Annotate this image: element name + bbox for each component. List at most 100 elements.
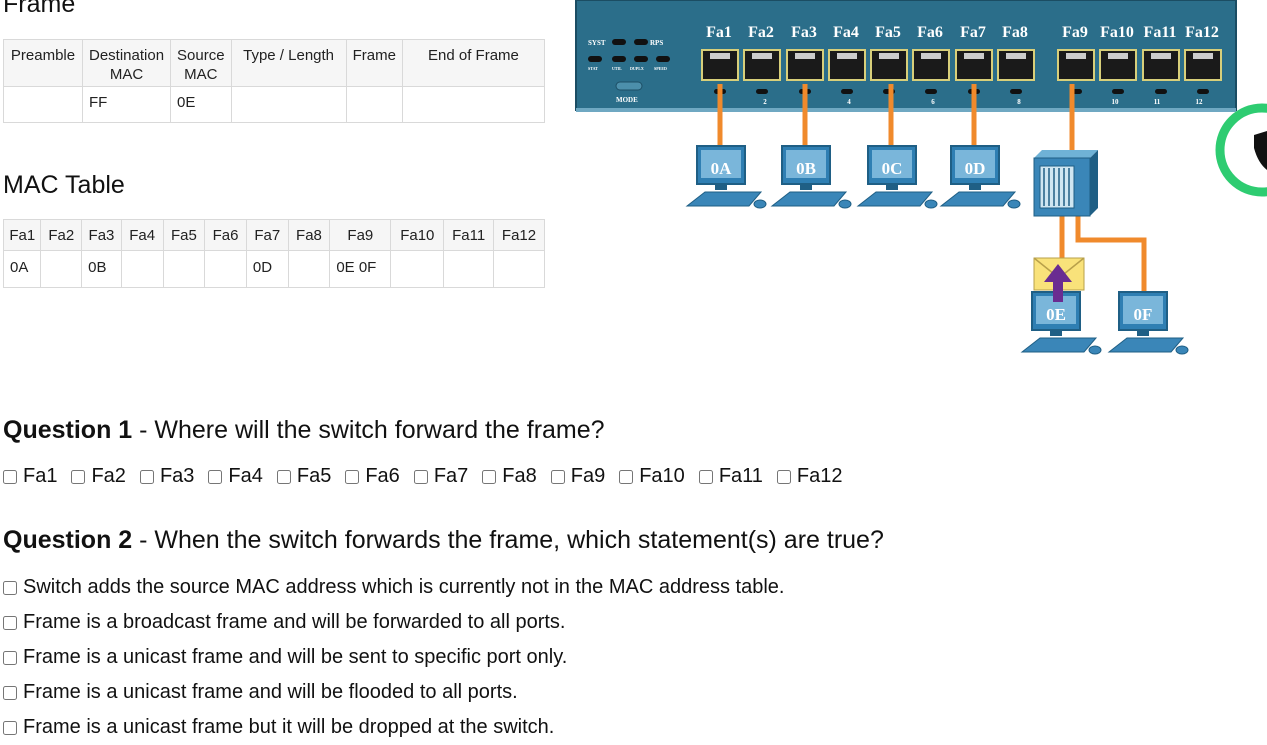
q1-checkbox[interactable] xyxy=(208,469,223,484)
frame-header-cell: End of Frame xyxy=(401,39,546,87)
mac-header-cell: Fa1 xyxy=(2,219,42,251)
host-label: 0A xyxy=(711,159,733,178)
host-pc[interactable]: 0D xyxy=(939,145,1021,209)
q1-checkbox[interactable] xyxy=(698,469,713,484)
q2-checkbox[interactable] xyxy=(3,615,17,630)
q2-statement-5[interactable]: Frame is a unicast frame but it will be … xyxy=(3,710,784,745)
q2-statement-2[interactable]: Frame is a broadcast frame and will be f… xyxy=(3,605,784,640)
cables xyxy=(717,84,1147,292)
q2-statement-3[interactable]: Frame is a unicast frame and will be sen… xyxy=(3,640,784,675)
frame-header-cell: Preamble xyxy=(3,39,83,87)
host-label: 0E xyxy=(1046,305,1066,324)
q1-option-fa4[interactable]: Fa4 xyxy=(208,465,263,488)
badge-ring xyxy=(1215,103,1267,197)
q1-option-fa6[interactable]: Fa6 xyxy=(345,465,400,488)
frame-title: Frame xyxy=(3,0,76,18)
q1-checkbox[interactable] xyxy=(276,469,291,484)
shield-glyph xyxy=(1254,131,1267,170)
mac-entry-cell xyxy=(120,250,164,288)
switch-port-number: 8 xyxy=(1017,98,1021,106)
mouse-icon xyxy=(753,199,767,209)
q1-checkbox[interactable] xyxy=(550,469,565,484)
q1-checkbox[interactable] xyxy=(776,469,791,484)
port-pins xyxy=(795,53,815,59)
switch-port-label: Fa1 xyxy=(706,24,732,41)
switch-port-label: Fa10 xyxy=(1100,24,1134,41)
q1-option-fa11[interactable]: Fa11 xyxy=(698,465,763,488)
q2-statement-4[interactable]: Frame is a unicast frame and will be flo… xyxy=(3,675,784,710)
switch-port xyxy=(701,49,739,81)
hub-device xyxy=(1033,150,1098,217)
q2-checkbox[interactable] xyxy=(3,650,17,665)
port-pins xyxy=(837,53,857,59)
q1-option-fa3[interactable]: Fa3 xyxy=(139,465,194,488)
q1-checkbox[interactable] xyxy=(619,469,634,484)
keyboard-icon xyxy=(770,191,848,207)
q2-checkbox[interactable] xyxy=(3,685,17,700)
frame-header-row: Preamble Destination MAC Source MAC Type… xyxy=(3,39,546,87)
mac-header-cell: Fa12 xyxy=(493,219,545,251)
q1-option-fa5[interactable]: Fa5 xyxy=(276,465,331,488)
q1-option-fa10[interactable]: Fa10 xyxy=(619,465,685,488)
frame-value-cell xyxy=(230,86,347,123)
shield-badge-icon[interactable] xyxy=(1215,103,1267,197)
mac-entry-cell xyxy=(287,250,331,288)
q2-statement-label: Frame is a broadcast frame and will be f… xyxy=(23,611,566,633)
port-led xyxy=(1112,89,1124,94)
mouse-icon xyxy=(1007,199,1021,209)
question-1-number: Question 1 xyxy=(3,416,133,444)
q1-option-fa1[interactable]: Fa1 xyxy=(3,465,57,488)
led xyxy=(588,56,602,62)
switch-port-number: 2 xyxy=(763,98,767,106)
q1-option-fa8[interactable]: Fa8 xyxy=(482,465,537,488)
q1-checkbox[interactable] xyxy=(3,469,17,484)
mac-table-title: MAC Table xyxy=(3,171,125,199)
mac-entry-cell xyxy=(204,250,247,288)
led-label-syst: SYST xyxy=(588,39,606,47)
hub-vent-lines xyxy=(1043,168,1070,206)
q1-option-fa7[interactable]: Fa7 xyxy=(413,465,468,488)
q2-statement-label: Frame is a unicast frame and will be sen… xyxy=(23,646,568,668)
switch-port-number: 11 xyxy=(1154,98,1161,106)
q2-statement-1[interactable]: Switch adds the source MAC address which… xyxy=(3,570,784,605)
monitor-stand xyxy=(886,184,898,190)
mouse-icon xyxy=(924,199,938,209)
q1-checkbox[interactable] xyxy=(482,469,497,484)
port-led xyxy=(1155,89,1167,94)
mac-header-cell: Fa10 xyxy=(390,219,445,251)
port-pins xyxy=(1193,53,1213,59)
port-pins xyxy=(964,53,984,59)
q1-option-fa12[interactable]: Fa12 xyxy=(776,465,843,488)
switch-port xyxy=(912,49,950,81)
q1-option-label: Fa2 xyxy=(91,465,126,487)
host-pc[interactable]: 0F xyxy=(1107,291,1189,355)
port-pins xyxy=(1151,53,1171,59)
q1-checkbox[interactable] xyxy=(345,469,360,484)
host-pc[interactable]: 0E xyxy=(1020,291,1102,355)
q2-checkbox[interactable] xyxy=(3,720,17,735)
q1-checkbox[interactable] xyxy=(139,469,154,484)
host-pc[interactable]: 0A xyxy=(685,145,767,209)
q1-checkbox[interactable] xyxy=(71,469,86,484)
q1-option-fa9[interactable]: Fa9 xyxy=(550,465,605,488)
screen xyxy=(701,150,741,178)
q1-option-label: Fa11 xyxy=(718,465,763,487)
mac-entry-cell: 0B xyxy=(81,250,122,288)
question-1-text: - Where will the switch forward the fram… xyxy=(132,416,605,444)
q2-checkbox[interactable] xyxy=(3,580,17,595)
frame-value-cell xyxy=(401,86,546,123)
q1-option-label: Fa1 xyxy=(23,465,58,487)
mac-entry-cell: 0D xyxy=(245,250,289,288)
q1-option-fa2[interactable]: Fa2 xyxy=(71,465,126,488)
host-pc[interactable]: 0C xyxy=(856,145,938,209)
host-pc[interactable]: 0B xyxy=(770,145,852,209)
led-label-duplx: DUPLX xyxy=(630,66,644,71)
led xyxy=(612,39,626,45)
q1-checkbox[interactable] xyxy=(413,469,428,484)
switch-led-panel: SYST RPS STAT UTIL DUPLX SPEED MODE xyxy=(588,39,670,104)
switch-port-number: 4 xyxy=(847,98,851,106)
mac-entry-cell xyxy=(40,250,83,288)
mac-header-cell: Fa5 xyxy=(162,219,206,251)
